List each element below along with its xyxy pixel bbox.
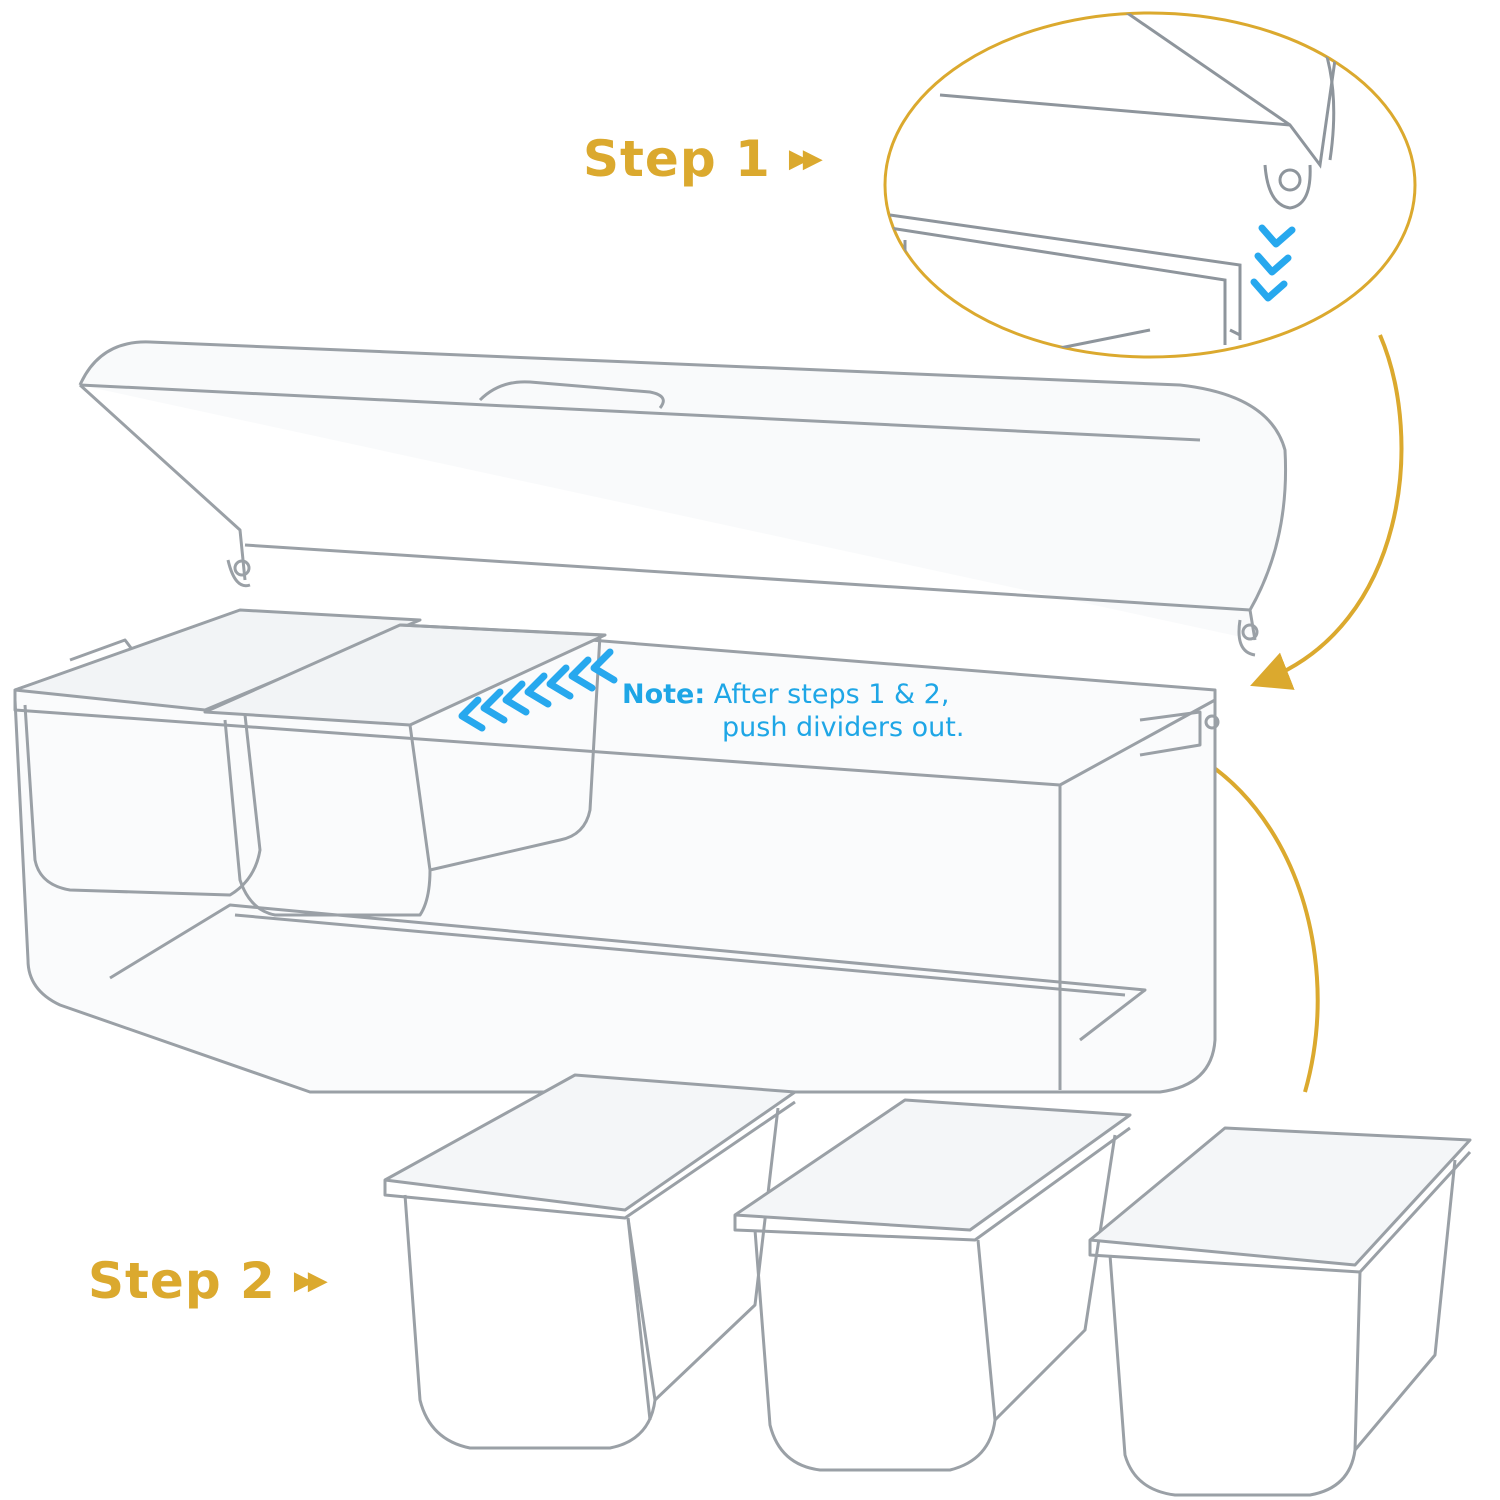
step2-label: Step 2 ▶▶ (88, 1252, 328, 1310)
push-arrows-icon (458, 648, 618, 732)
installed-dividers (13, 608, 607, 917)
step1-text: Step 1 (583, 130, 771, 188)
note-line1-text: After steps 1 & 2, (713, 679, 950, 710)
step2-text: Step 2 (88, 1252, 276, 1310)
divider-bin (733, 1098, 1132, 1472)
note-key: Note: (622, 679, 706, 710)
double-right-arrow-icon: ▶▶ (788, 144, 823, 174)
note-line-2: push dividers out. (722, 712, 965, 743)
connector-arrow-step1 (1250, 334, 1404, 690)
lid (78, 340, 1288, 657)
note-text: Note: After steps 1 & 2, push dividers o… (622, 678, 964, 744)
double-right-arrow-icon: ▶▶ (293, 1266, 328, 1296)
divider-bin (1088, 1126, 1472, 1497)
main-container (13, 610, 1220, 1094)
hinge-detail-zoom (883, 11, 1417, 359)
down-arrows-icon (1250, 224, 1296, 302)
note-line-1: Note: After steps 1 & 2, (622, 678, 964, 711)
divider-bin (383, 1073, 797, 1450)
step1-label: Step 1 ▶▶ (583, 130, 823, 188)
